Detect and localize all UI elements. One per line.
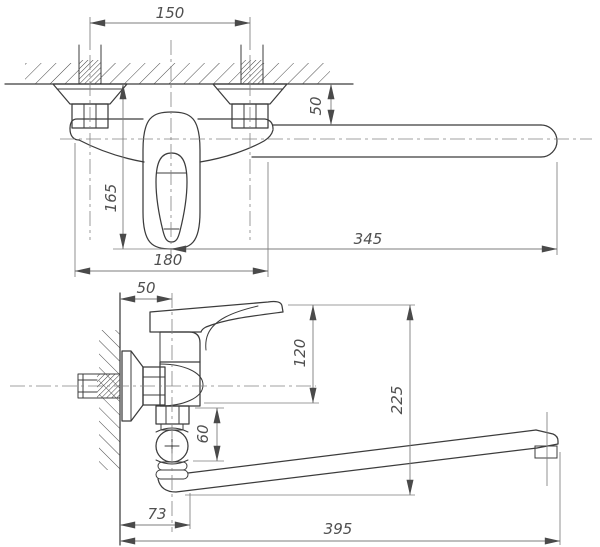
hex-nut-side-facets [142,376,166,396]
mount-left [52,44,128,129]
pipe-thread-left [79,60,101,84]
side-view: 50 120 225 60 73 [10,279,561,546]
spout-bottom-edge [157,447,538,493]
dimension-mount-spacing: 150 [89,4,251,50]
dimension-handle-to-spout-bottom: 225 [185,304,415,496]
spout-tip [535,429,559,449]
wall-hatching [99,330,120,470]
dimension-spout-reach: 345 [170,162,558,255]
dimension-wall-to-spout-top: 50 [307,83,335,126]
spout-top-edge [187,429,537,474]
wall-hatching [263,63,330,84]
pipe-thread-right [241,60,263,84]
hex-nut-right-facets [243,103,257,129]
dimension-label: 50 [307,96,325,115]
spout-ring-upper [157,461,188,471]
dimension-handle-to-body-bottom: 120 [204,304,319,404]
dimension-label: 50 [136,279,155,297]
body-bottom-left [78,139,145,163]
dimension-label: 345 [354,230,383,248]
lever-curve [205,305,259,351]
dimension-wall-to-handle-bottom: 165 [102,83,171,250]
body-top-right [197,118,274,130]
dimension-label: 225 [388,386,406,415]
locknut-facets [165,405,180,425]
dimension-label: 60 [194,424,212,443]
mount-pipe-left [78,44,102,85]
spout-end-cap [540,124,558,158]
dimension-label: 73 [147,505,166,523]
extension-lines [74,143,269,277]
dimension-label: 395 [324,520,353,538]
dimension-label: 120 [291,339,309,368]
pipe-outline [77,373,121,399]
body-left-end [69,118,144,141]
pipe-bore-lines [77,379,98,393]
lever-handle-side [149,300,284,333]
cartridge-housing [159,331,201,363]
body-cylinder [159,361,201,407]
mount-pipe-right [240,44,264,85]
dimension-wall-to-spout-tip: 395 [119,452,561,545]
body-dome [159,363,204,407]
body-bottom-right [199,129,274,163]
dimension-wall-to-spout-start: 73 [119,493,191,529]
handle-housing-front [142,111,201,250]
lever-handle-front [155,152,188,243]
body-side [159,331,204,407]
dimension-label: 165 [102,184,120,213]
spout-side [157,412,559,493]
dimension-label: 150 [156,4,185,22]
swivel-assembly [155,405,190,480]
dimension-label: 180 [154,251,183,269]
body-front [69,111,274,250]
dimension-body-width: 180 [74,143,269,277]
hex-nut-left-facets [83,103,97,129]
dimension-wall-to-axis: 50 [119,279,173,303]
escutcheon-left [52,83,128,105]
cartridge-housing-lines [159,331,201,363]
mount-right [212,44,288,129]
dimension-swivel-height: 60 [193,407,224,462]
aerator [534,445,558,459]
spout-front [251,124,558,158]
lever-side [149,300,284,351]
escutcheon-right [212,83,288,105]
wall-hatching [25,63,79,84]
locknut [155,405,190,425]
front-view: 150 50 165 180 345 [4,4,592,277]
